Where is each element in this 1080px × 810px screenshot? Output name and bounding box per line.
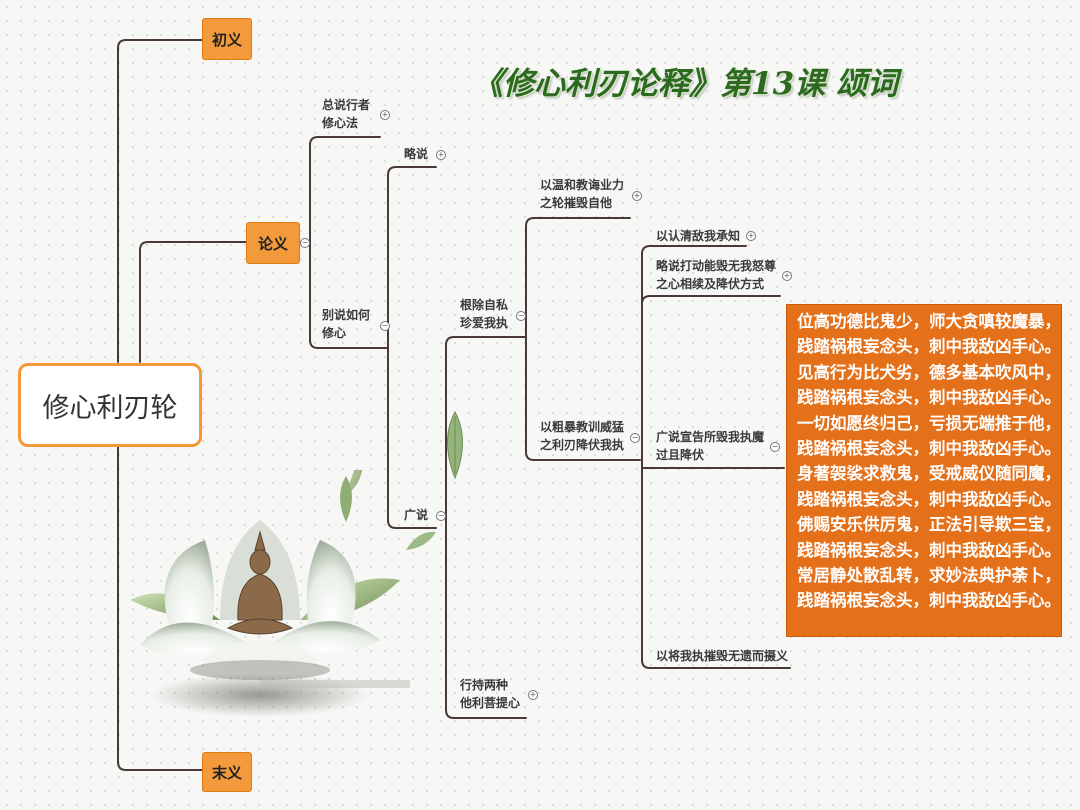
node-lunyi[interactable]: 论义 bbox=[246, 222, 300, 264]
verse-line: 践踏祸根妄念头，刺中我敌凶手心。 bbox=[797, 540, 1061, 560]
leaf-icon bbox=[340, 476, 352, 522]
node-lueshuo-dadong[interactable]: 略说打动能毁无我怒尊 之心相续及降伏方式 bbox=[656, 259, 777, 291]
node-chuyi[interactable]: 初义 bbox=[202, 18, 252, 60]
node-zongshuo[interactable]: 总说行者 修心法 bbox=[322, 98, 371, 130]
root-node[interactable]: 修心利刃轮 bbox=[18, 363, 202, 447]
verse-box: 位高功德比鬼少，师大贪嗔较魔暴， 践踏祸根妄念头，刺中我敌凶手心。 见高行为比犬… bbox=[786, 304, 1062, 637]
node-renqing[interactable]: 以认清敌我承知 bbox=[656, 229, 741, 243]
collapse-toggle-icon[interactable]: − bbox=[300, 238, 310, 248]
collapse-toggle-icon[interactable]: − bbox=[436, 511, 446, 521]
verse-line: 佛赐安乐供厉鬼，正法引导欺三宝， bbox=[797, 515, 1061, 535]
expand-toggle-icon[interactable]: + bbox=[528, 690, 538, 700]
node-genchu[interactable]: 根除自私 珍爱我执 bbox=[460, 298, 509, 330]
node-guangshuo[interactable]: 广说 bbox=[404, 508, 429, 522]
node-guangshuo-xuangao[interactable]: 广说宣告所毁我执魔 过且降伏 bbox=[656, 430, 765, 462]
verse-line: 践踏祸根妄念头，刺中我敌凶手心。 bbox=[797, 489, 1061, 509]
verse-line: 践踏祸根妄念头，刺中我敌凶手心。 bbox=[797, 591, 1061, 611]
expand-toggle-icon[interactable]: + bbox=[632, 191, 642, 201]
verse-line: 践踏祸根妄念头，刺中我敌凶手心。 bbox=[797, 337, 1061, 357]
verse-line: 位高功德比鬼少，师大贪嗔较魔暴， bbox=[797, 312, 1061, 331]
node-cubao[interactable]: 以粗暴教训威猛 之利刃降伏我执 bbox=[540, 420, 625, 452]
page-title: 《修心利刃论释》第13课 颂词 bbox=[472, 66, 898, 102]
node-xingchi[interactable]: 行持两种 他利菩提心 bbox=[460, 678, 521, 710]
leaf-icon bbox=[406, 531, 436, 550]
leaf-icon bbox=[447, 410, 463, 480]
collapse-toggle-icon[interactable]: − bbox=[630, 433, 640, 443]
expand-toggle-icon[interactable]: + bbox=[436, 150, 446, 160]
verse-line: 见高行为比犬劣，德多基本吹风中， bbox=[797, 362, 1061, 382]
lotus-deity-image bbox=[130, 470, 410, 717]
collapse-toggle-icon[interactable]: − bbox=[380, 321, 390, 331]
expand-toggle-icon[interactable]: + bbox=[746, 231, 756, 241]
verse-line: 践踏祸根妄念头，刺中我敌凶手心。 bbox=[797, 388, 1061, 408]
verse-line: 一切如愿终归己，亏损无端推于他， bbox=[797, 413, 1061, 433]
verse-line: 践踏祸根妄念头，刺中我敌凶手心。 bbox=[797, 439, 1061, 459]
collapse-toggle-icon[interactable]: − bbox=[770, 442, 780, 452]
expand-toggle-icon[interactable]: + bbox=[380, 110, 390, 120]
node-bieshuo[interactable]: 别说如何 修心 bbox=[322, 308, 371, 340]
node-wenhe[interactable]: 以温和教诲业力 之轮摧毁自他 bbox=[540, 178, 625, 210]
verse-line: 身著袈裟求救鬼，受戒威仪随同魔， bbox=[797, 464, 1061, 484]
collapse-toggle-icon[interactable]: − bbox=[516, 311, 526, 321]
verse-line: 常居静处散乱转，求妙法典护荼卜， bbox=[797, 566, 1061, 586]
node-yijiang[interactable]: 以将我执摧毁无遗而摄义 bbox=[656, 649, 789, 663]
node-moyi[interactable]: 末义 bbox=[202, 752, 252, 792]
node-lueshuo[interactable]: 略说 bbox=[404, 147, 429, 161]
expand-toggle-icon[interactable]: + bbox=[782, 271, 792, 281]
